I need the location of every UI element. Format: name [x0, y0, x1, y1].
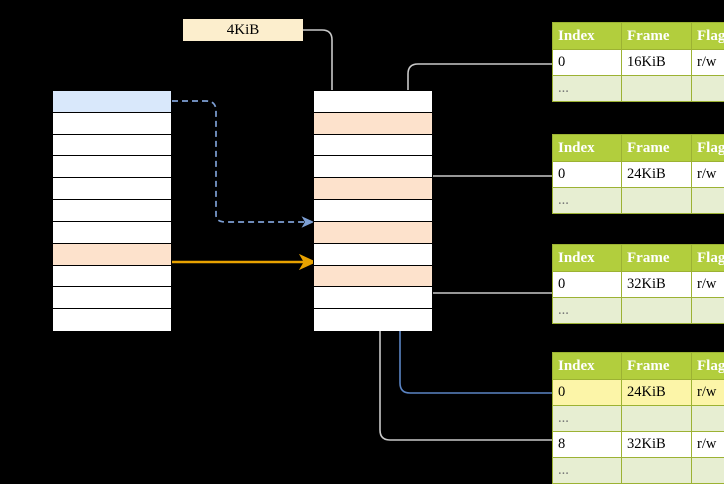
physical-frame-row-3 [314, 135, 432, 157]
column-header-flags: Flags [692, 135, 724, 162]
physical-frame-row-1 [314, 91, 432, 113]
physical-frame-row-9 [314, 266, 432, 288]
column-header-flags: Flags [692, 23, 724, 50]
table-header-row: IndexFrameFlags [553, 245, 724, 272]
cell-index[interactable]: 0 [553, 162, 622, 188]
cell-frame[interactable]: 24KiB [622, 162, 692, 188]
cell-frame[interactable]: 24KiB [622, 380, 692, 406]
table-header-row: IndexFrameFlags [553, 135, 724, 162]
cell-flags[interactable]: r/w [692, 272, 724, 298]
table-header-row: IndexFrameFlags [553, 353, 724, 380]
cell-index[interactable]: 0 [553, 380, 622, 406]
cell-flags[interactable] [692, 298, 724, 324]
table-row[interactable]: ... [553, 406, 724, 432]
virtual-address-space-column [52, 90, 172, 330]
page-size-label: 4KiB [183, 19, 303, 41]
virtual-page-row-9 [53, 266, 171, 288]
column-header-frame: Frame [622, 135, 692, 162]
cell-index[interactable]: 0 [553, 272, 622, 298]
virtual-page-row-5 [53, 178, 171, 200]
column-header-index: Index [553, 245, 622, 272]
virtual-page-row-10 [53, 287, 171, 309]
physical-frame-row-4 [314, 156, 432, 178]
physical-frame-row-5 [314, 178, 432, 200]
cell-frame[interactable]: 16KiB [622, 50, 692, 76]
cell-flags[interactable] [692, 458, 724, 484]
cell-frame[interactable] [622, 298, 692, 324]
table-row[interactable]: ... [553, 458, 724, 484]
physical-memory-column [313, 90, 433, 330]
column-header-frame: Frame [622, 245, 692, 272]
column-header-index: Index [553, 135, 622, 162]
physical-frame-row-7 [314, 222, 432, 244]
physical-frame-row-2 [314, 113, 432, 135]
physical-frame-row-11 [314, 309, 432, 331]
virtual-page-row-4 [53, 156, 171, 178]
page-table-1[interactable]: IndexFrameFlags016KiBr/w... [552, 22, 724, 102]
cell-flags[interactable]: r/w [692, 50, 724, 76]
virtual-page-row-6 [53, 200, 171, 222]
cell-frame[interactable] [622, 458, 692, 484]
column-header-index: Index [553, 23, 622, 50]
page-table-2[interactable]: IndexFrameFlags024KiBr/w... [552, 134, 724, 214]
column-header-frame: Frame [622, 353, 692, 380]
virtual-page-row-7 [53, 222, 171, 244]
physical-frame-row-10 [314, 287, 432, 309]
cell-flags[interactable] [692, 406, 724, 432]
column-header-flags: Flags [692, 353, 724, 380]
cell-frame[interactable]: 32KiB [622, 272, 692, 298]
virtual-page-row-3 [53, 135, 171, 157]
physical-frame-row-6 [314, 200, 432, 222]
virtual-page-row-2 [53, 113, 171, 135]
virtual-page-row-8 [53, 244, 171, 266]
cell-index[interactable]: ... [553, 458, 622, 484]
cell-flags[interactable]: r/w [692, 380, 724, 406]
physical-frame-row-8 [314, 244, 432, 266]
cell-flags[interactable] [692, 188, 724, 214]
virtual-page-row-1 [53, 91, 171, 113]
cell-index[interactable]: 0 [553, 50, 622, 76]
table-header-row: IndexFrameFlags [553, 23, 724, 50]
page-table-3[interactable]: IndexFrameFlags032KiBr/w... [552, 244, 724, 324]
cell-frame[interactable] [622, 76, 692, 102]
virtual-page-row-11 [53, 309, 171, 331]
cell-index[interactable]: ... [553, 298, 622, 324]
table-row[interactable]: ... [553, 188, 724, 214]
cell-index[interactable]: 8 [553, 432, 622, 458]
table-row[interactable]: ... [553, 76, 724, 102]
cell-frame[interactable]: 32KiB [622, 432, 692, 458]
column-header-index: Index [553, 353, 622, 380]
cell-index[interactable]: ... [553, 188, 622, 214]
cell-flags[interactable]: r/w [692, 432, 724, 458]
cell-frame[interactable] [622, 406, 692, 432]
table-row[interactable]: ... [553, 298, 724, 324]
cell-flags[interactable]: r/w [692, 162, 724, 188]
column-header-flags: Flags [692, 245, 724, 272]
column-header-frame: Frame [622, 23, 692, 50]
cell-index[interactable]: ... [553, 406, 622, 432]
cell-flags[interactable] [692, 76, 724, 102]
cell-frame[interactable] [622, 188, 692, 214]
cell-index[interactable]: ... [553, 76, 622, 102]
page-table-4[interactable]: IndexFrameFlags024KiBr/w...832KiBr/w... [552, 352, 724, 484]
